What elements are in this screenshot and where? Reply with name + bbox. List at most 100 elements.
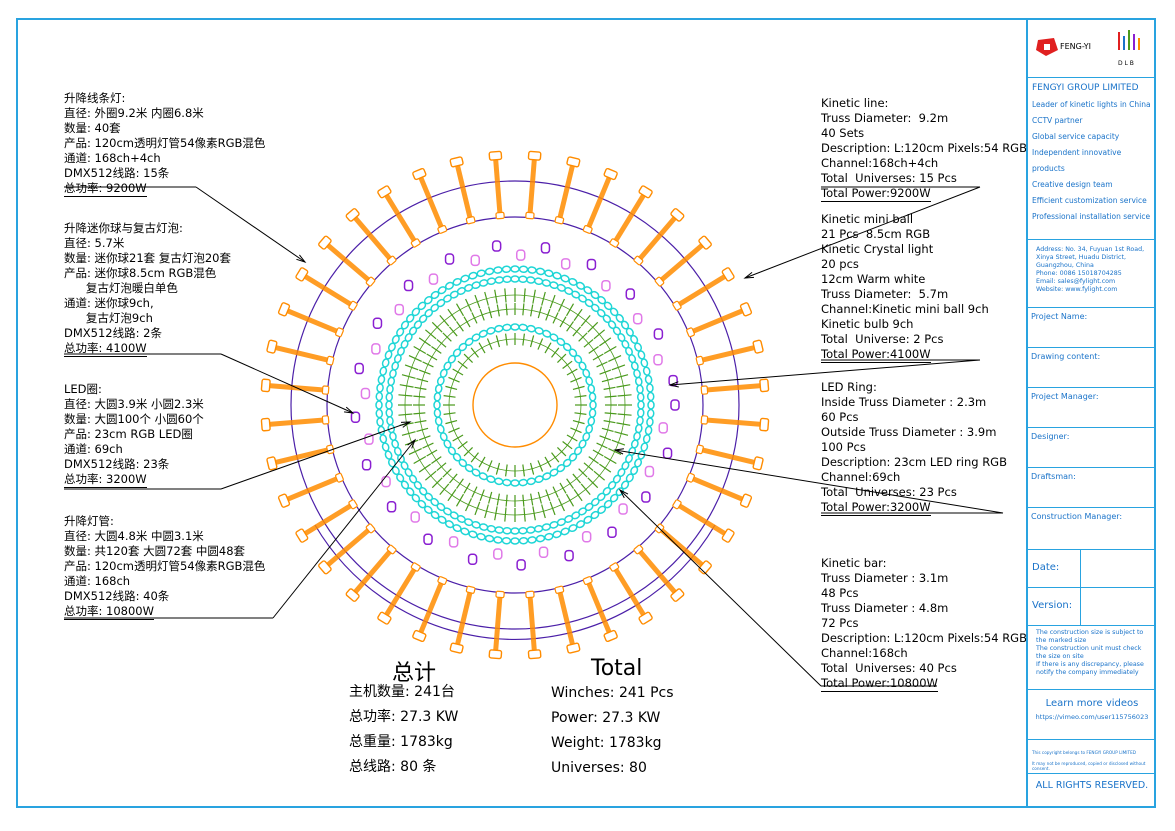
led-ring-fixture bbox=[418, 486, 428, 496]
led-ring-fixture bbox=[502, 275, 512, 284]
led-ring-fixture bbox=[646, 391, 655, 402]
kinetic-line-winch bbox=[412, 629, 427, 643]
kinetic-line-winch-inner bbox=[321, 385, 330, 395]
leader-arrowhead bbox=[296, 254, 307, 263]
videos-row: Learn more videos https://vimeo.com/user… bbox=[1028, 690, 1156, 740]
led-ring-fixture bbox=[484, 534, 495, 543]
kinetic-bar-rings bbox=[398, 288, 632, 522]
led-ring-fixture bbox=[418, 314, 428, 324]
kinetic-line-winch-inner bbox=[695, 444, 704, 455]
mini-ball-crystal-ring bbox=[350, 240, 680, 571]
led-ring-fixture bbox=[636, 392, 645, 402]
text-line: Total Power:3200W bbox=[821, 500, 931, 516]
kinetic-line-fixture bbox=[265, 417, 326, 428]
led-ring-fixture bbox=[381, 442, 390, 452]
kinetic-bar-truss bbox=[404, 294, 626, 516]
leader-line bbox=[619, 489, 822, 687]
company-name: FENGYI GROUP LIMITED bbox=[1032, 83, 1139, 93]
crystal-light-fixture bbox=[448, 536, 459, 548]
mini-ball-fixture bbox=[444, 253, 455, 265]
led-ring-fixture bbox=[636, 408, 645, 418]
text-line: Total Power:4100W bbox=[821, 347, 931, 363]
led-ring-fixture bbox=[596, 492, 606, 502]
text-line: 数量: 40套 bbox=[64, 121, 121, 135]
text-line: Kinetic Crystal light bbox=[821, 242, 934, 256]
text-line: Kinetic bulb 9ch bbox=[821, 317, 914, 331]
kinetic-line-winch bbox=[603, 629, 618, 643]
kinetic-line-winch-inner bbox=[348, 499, 358, 510]
rights-text: ALL RIGHTS RESERVED. bbox=[1035, 780, 1149, 791]
kinetic-line-winch-inner bbox=[465, 585, 476, 594]
note-kinetic-bar-cn: 升降灯管:直径: 大圆4.8米 中圆3.1米数量: 共120套 大圆72套 中圆… bbox=[64, 514, 265, 620]
text-line: 直径: 大圆3.9米 小圆2.3米 bbox=[64, 397, 204, 411]
leader-line bbox=[614, 449, 1004, 514]
kinetic-line-winch bbox=[488, 150, 503, 161]
led-ring-fixture bbox=[552, 530, 562, 539]
videos-link[interactable]: https://vimeo.com/user115756023 bbox=[1035, 713, 1149, 721]
kinetic-line-winch-inner bbox=[582, 576, 593, 585]
led-ring-fixture bbox=[434, 416, 443, 426]
text-line: Total Universe: 2 Pcs bbox=[821, 332, 944, 346]
led-ring-fixture bbox=[533, 524, 544, 533]
field-version: Version: bbox=[1028, 588, 1156, 626]
kinetic-line-fixture bbox=[283, 475, 341, 503]
text-line: Efficient customization service bbox=[1032, 196, 1147, 205]
text-line: 总功率: 27.3 KW bbox=[349, 709, 459, 725]
led-ring-fixture bbox=[468, 271, 478, 280]
led-ring-fixture bbox=[510, 275, 520, 283]
text-line: Leader of kinetic lights in China bbox=[1032, 100, 1151, 109]
led-ring-fixture bbox=[633, 368, 641, 379]
crystal-light-fixture bbox=[493, 548, 503, 560]
text-line: Creative design team bbox=[1032, 180, 1113, 189]
text-line: Outside Truss Diameter : 3.9m bbox=[821, 425, 997, 439]
led-ring-fixture bbox=[587, 416, 596, 426]
led-ring-fixture bbox=[494, 477, 504, 486]
field-drawing-content: Drawing content: bbox=[1028, 348, 1156, 388]
led-ring-fixture bbox=[385, 400, 393, 410]
kinetic-line-winch-inner bbox=[495, 590, 505, 599]
drawing-frame bbox=[16, 18, 1156, 808]
kinetic-line-fixture bbox=[271, 446, 331, 466]
fengyi-logo-text: FENG-YI bbox=[1060, 42, 1092, 51]
led-ring-fixture bbox=[590, 497, 600, 507]
leader-line bbox=[272, 439, 416, 619]
kinetic-line-fixture bbox=[271, 344, 331, 364]
kinetic-line-winch bbox=[638, 611, 653, 625]
kinetic-line-fixture bbox=[699, 446, 759, 466]
text-line: 直径: 外圈9.2米 内圈6.8米 bbox=[64, 106, 204, 120]
kinetic-line-fixture bbox=[527, 155, 538, 216]
led-ring-fixture bbox=[385, 408, 394, 418]
led-ring-fixture bbox=[502, 526, 512, 535]
kinetic-line-fixture bbox=[417, 579, 445, 637]
crystal-light-fixture bbox=[360, 387, 371, 400]
kinetic-line-winch-inner bbox=[335, 327, 344, 338]
led-ring-circles bbox=[375, 265, 655, 545]
led-ring-fixture bbox=[646, 408, 655, 419]
led-ring-fixture bbox=[510, 527, 520, 535]
mini-ball-fixture bbox=[586, 258, 597, 271]
text-line: 21 Pcs 8.5cm RGB bbox=[821, 227, 931, 241]
kinetic-line-winch bbox=[721, 528, 735, 543]
crystal-light-fixture bbox=[410, 511, 420, 523]
text-line: Power: 27.3 KW bbox=[551, 710, 661, 726]
text-line: 产品: 23cm RGB LED圈 bbox=[64, 427, 193, 441]
led-ring-fixture bbox=[590, 303, 600, 313]
crystal-light-fixture bbox=[560, 258, 571, 270]
text-line: 通道: 69ch bbox=[64, 442, 123, 456]
led-ring-fixture bbox=[634, 376, 643, 387]
kinetic-line-winch bbox=[603, 167, 618, 181]
kinetic-line-fixture bbox=[675, 502, 730, 538]
kinetic-line-fixture bbox=[556, 161, 576, 221]
led-ring-fixture bbox=[518, 323, 528, 332]
text-line: 产品: 迷你球8.5cm RGB混色 bbox=[64, 266, 217, 280]
kinetic-bar-truss bbox=[418, 308, 612, 502]
kinetic-line-winch bbox=[752, 339, 764, 354]
crystal-light-fixture bbox=[601, 279, 611, 292]
kinetic-line-winch bbox=[670, 208, 685, 222]
led-ring-fixture bbox=[386, 384, 394, 394]
led-ring-fixture bbox=[502, 478, 512, 487]
